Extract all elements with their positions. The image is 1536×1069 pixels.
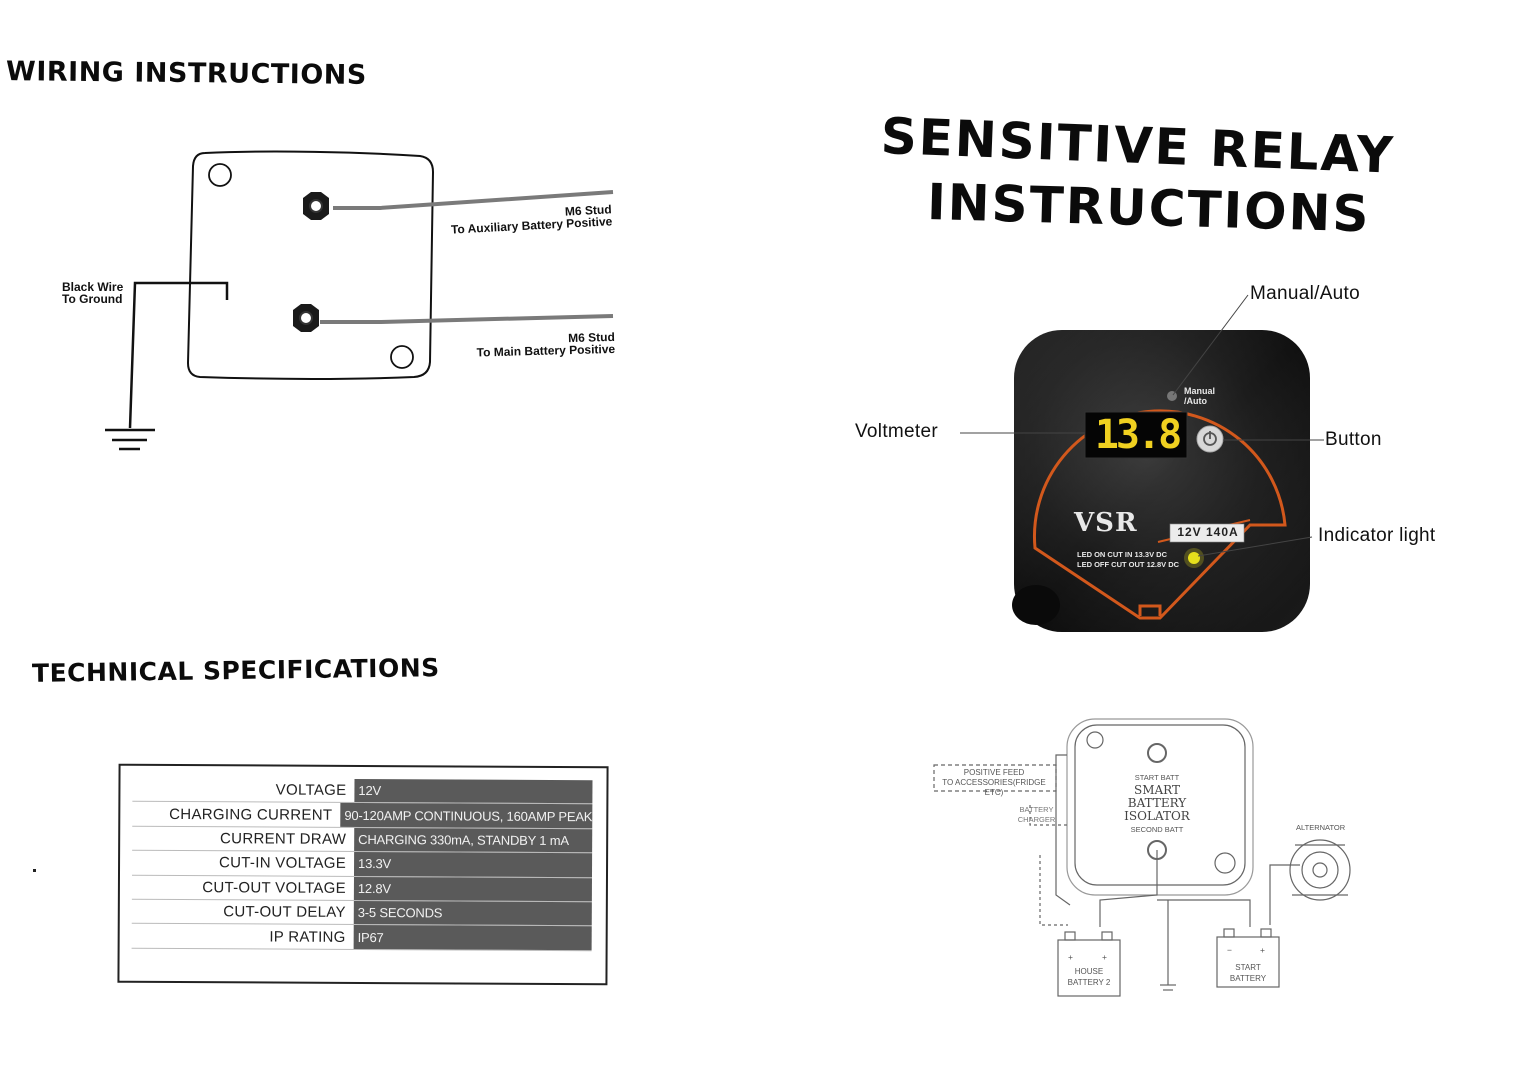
spec-row: CUT-OUT VOLTAGE 12.8V bbox=[131, 875, 592, 903]
spec-row: CUT-IN VOLTAGE 13.3V bbox=[131, 850, 593, 878]
schematic-positive-feed: POSITIVE FEED TO ACCESSORIES(FRIDGE ETC) bbox=[942, 768, 1046, 797]
spec-value: 12.8V bbox=[353, 876, 592, 902]
voltmeter-reading: 13.8 bbox=[1094, 412, 1182, 458]
spec-key: CUT-OUT DELAY bbox=[223, 903, 346, 922]
spec-value: IP67 bbox=[353, 925, 592, 950]
alternator-icon bbox=[1289, 839, 1351, 901]
schematic-second-batt: SECOND BATT bbox=[1130, 825, 1184, 834]
schematic-isolator-label: SMART BATTERY ISOLATOR bbox=[1124, 783, 1190, 823]
house-battery-icon bbox=[1057, 939, 1121, 997]
mounting-hole bbox=[390, 345, 414, 369]
schematic-start-batt: START BATT bbox=[1134, 773, 1180, 782]
spec-value: 3-5 SECONDS bbox=[353, 900, 592, 926]
spec-value: 90-120AMP CONTINUOUS, 160AMP PEAK bbox=[340, 803, 593, 828]
spec-row: IP RATING IP67 bbox=[131, 924, 592, 951]
spec-table: VOLTAGE 12V CHARGING CURRENT 90-120AMP CONT… bbox=[131, 777, 593, 951]
led-on-text: LED ON CUT IN 13.3V DC bbox=[1077, 550, 1168, 559]
callout-manual-auto: Manual/Auto bbox=[1250, 283, 1360, 304]
spec-row: CHARGING CURRENT 90-120AMP CONTINUOUS, 16… bbox=[132, 802, 593, 829]
spec-key: CUT-IN VOLTAGE bbox=[219, 854, 347, 873]
start-battery-icon bbox=[1216, 936, 1280, 988]
svg-text:−: − bbox=[1227, 945, 1232, 955]
main-stud-label: M6 Stud To Main Battery Positive bbox=[455, 330, 616, 360]
spec-value: 12V bbox=[354, 778, 593, 804]
spec-row: CUT-OUT DELAY 3-5 SECONDS bbox=[131, 899, 592, 927]
ground-wire bbox=[128, 281, 229, 429]
callout-button: Button bbox=[1325, 429, 1382, 450]
rating-plate bbox=[1169, 523, 1245, 543]
battery-schematic: + + − + bbox=[933, 718, 1351, 997]
main-stud-hole bbox=[299, 311, 313, 325]
main-wire bbox=[320, 314, 614, 324]
device-manual-auto-text: Manual /Auto bbox=[1184, 386, 1216, 406]
spec-row: CURRENT DRAW CHARGING 330mA, STANDBY 1 mA bbox=[132, 826, 593, 854]
vsr-device bbox=[1012, 330, 1310, 632]
isolator-outline bbox=[1074, 724, 1246, 886]
svg-text:+: + bbox=[1102, 952, 1107, 962]
callout-lines bbox=[960, 294, 1324, 557]
svg-text:+: + bbox=[1260, 945, 1265, 955]
spec-row: VOLTAGE 12V bbox=[132, 777, 593, 805]
voltmeter-display bbox=[1084, 411, 1188, 459]
aux-stud-hole bbox=[309, 199, 323, 213]
mounting-hole bbox=[208, 163, 232, 187]
schematic-battery-charger: BATTERY CHARGER bbox=[1017, 805, 1056, 824]
wiring-diagram bbox=[105, 150, 614, 451]
spec-key: IP RATING bbox=[269, 928, 346, 946]
aux-wire bbox=[333, 190, 614, 210]
device-led-spec: LED ON CUT IN 13.3V DC LED OFF CUT OUT 1… bbox=[1077, 550, 1179, 570]
orange-ring bbox=[1032, 409, 1287, 620]
wiring-title: WIRING INSTRUCTIONS bbox=[5, 56, 367, 91]
device-brand: VSR bbox=[1074, 508, 1138, 538]
schematic-house-battery: HOUSE BATTERY 2 bbox=[1067, 967, 1111, 987]
spec-value: CHARGING 330mA, STANDBY 1 mA bbox=[354, 827, 593, 853]
spec-key: CURRENT DRAW bbox=[220, 830, 347, 848]
spec-value: 13.3V bbox=[353, 852, 593, 877]
spec-table-frame: VOLTAGE 12V CHARGING CURRENT 90-120AMP CONT… bbox=[117, 763, 609, 986]
specs-title: TECHNICAL SPECIFICATIONS bbox=[31, 653, 440, 688]
spec-key: CHARGING CURRENT bbox=[169, 805, 333, 824]
schematic-start-battery: START BATTERY bbox=[1229, 963, 1267, 983]
product-title-line2: INSTRUCTIONS bbox=[926, 172, 1372, 244]
callout-voltmeter: Voltmeter bbox=[855, 421, 938, 442]
ground-label: Black Wire To Ground bbox=[62, 280, 124, 306]
svg-text:+: + bbox=[1068, 952, 1073, 962]
schematic-alternator: ALTERNATOR bbox=[1296, 823, 1346, 832]
led-off-text: LED OFF CUT OUT 12.8V DC bbox=[1077, 560, 1180, 569]
speck bbox=[33, 869, 36, 872]
callout-indicator: Indicator light bbox=[1318, 525, 1436, 546]
relay-outline bbox=[186, 150, 435, 380]
indicator-light-icon bbox=[1188, 552, 1200, 564]
spec-key: CUT-OUT VOLTAGE bbox=[202, 878, 346, 897]
device-rating: 12V 140A bbox=[1177, 525, 1239, 539]
spec-key: VOLTAGE bbox=[275, 781, 347, 800]
